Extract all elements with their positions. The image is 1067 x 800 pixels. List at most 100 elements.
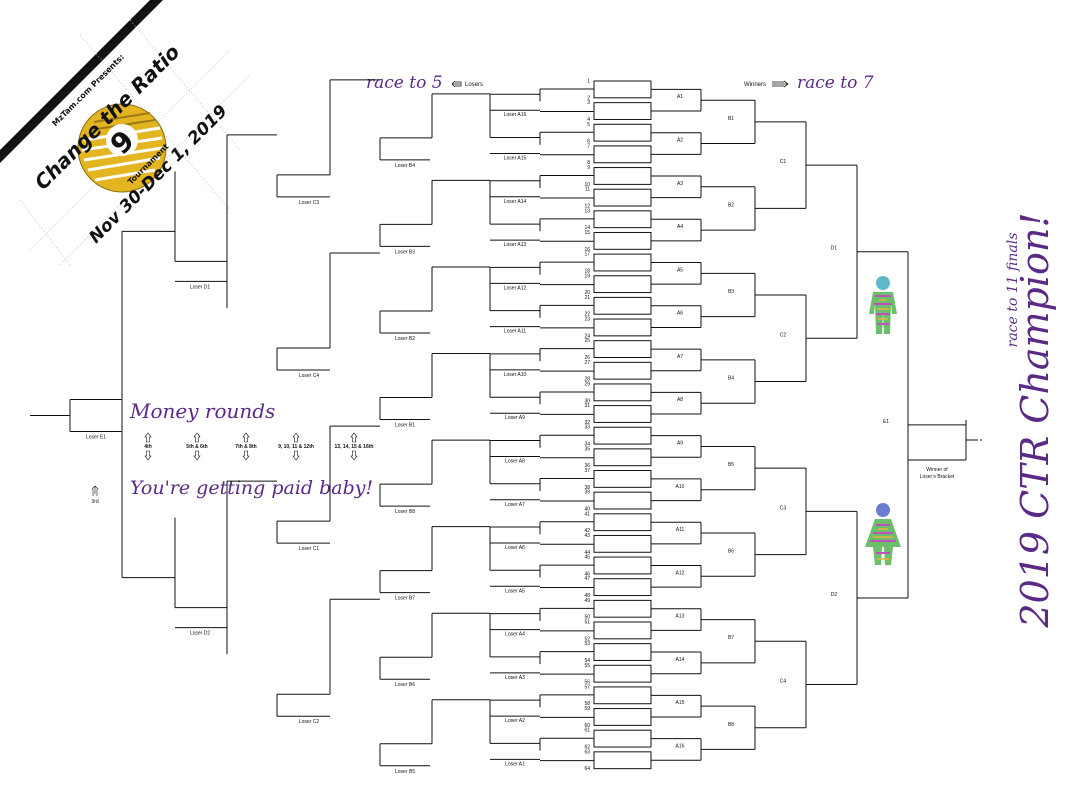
slot-number: 57 [584, 684, 590, 690]
loser-r4-label: Loser D2 [190, 631, 211, 637]
winners-slot-box [593, 448, 652, 467]
logo-gold-ball [77, 103, 167, 193]
slot-number: 5 [587, 122, 590, 128]
slot-number: 17 [584, 252, 590, 258]
finals-race-text: race to 11 finals [1005, 233, 1021, 348]
winners-slot-box [593, 361, 652, 380]
winners-b-label: B8 [728, 722, 734, 728]
loser-r1-label: Loser A9 [505, 415, 525, 421]
winners-slot-box [593, 751, 652, 770]
winners-d-label: D1 [831, 246, 838, 252]
winners-slot-box [593, 426, 652, 445]
winners-slot-box [593, 405, 652, 423]
winner-losers-bracket-label: Winner of [926, 467, 948, 473]
slot-number: 49 [584, 598, 590, 604]
money-place-label: 7th & 8th [235, 444, 256, 450]
winners-slot-box [593, 578, 652, 597]
slot-number: 61 [584, 728, 590, 734]
slot-number: 55 [584, 663, 590, 669]
slot-number: 30 [584, 398, 590, 404]
money-place-label: 4th [144, 444, 152, 450]
money-up-arrow-icon [350, 432, 358, 443]
loser-r1-label: Loser A5 [505, 588, 525, 594]
loser-r1-label: Loser A4 [505, 632, 525, 638]
winners-a-label: A6 [677, 311, 683, 317]
loser-r1-label: Loser A16 [504, 112, 527, 118]
winners-slot-box [593, 383, 652, 402]
loser-r1-label: Loser A11 [504, 329, 526, 335]
money-up-arrow-icon [144, 432, 152, 443]
loser-r1-label: Loser A10 [504, 372, 527, 378]
winners-b-label: B3 [728, 289, 734, 295]
slot-number: 26 [584, 355, 590, 361]
slot-number: 46 [584, 571, 590, 577]
slot-number: 7 [587, 143, 590, 149]
slot-number: 48 [584, 593, 590, 599]
slot-number: 56 [584, 680, 590, 686]
money-up-arrow-icon [292, 432, 300, 443]
slot-number: 32 [584, 420, 590, 426]
slot-number: 45 [584, 555, 590, 561]
winners-slot-box [593, 231, 652, 250]
winners-a-label: A10 [676, 484, 685, 490]
loser-r1-label: Loser A3 [505, 675, 525, 681]
winners-a-label: A5 [677, 267, 683, 273]
money-rounds-title: Money rounds [129, 399, 275, 423]
money-up-arrow-icon [193, 432, 201, 443]
winners-a-label: A11 [676, 527, 685, 533]
slot-number: 6 [587, 139, 590, 145]
money-down-arrow-icon [350, 450, 358, 461]
woman-figure-icon [865, 503, 901, 565]
slot-number: 37 [584, 468, 590, 474]
slot-number: 60 [584, 723, 590, 729]
slot-number: 25 [584, 338, 590, 344]
winners-slot-box [593, 253, 652, 272]
slot-number: 1 [587, 79, 590, 85]
money-down-arrow-icon [144, 450, 152, 461]
slot-number: 43 [584, 533, 590, 539]
man-figure-icon [869, 276, 897, 334]
winners-a-label: A14 [676, 657, 685, 663]
loser-r1-label: Loser A13 [504, 242, 527, 248]
slot-number: 39 [584, 490, 590, 496]
winners-slot-box [593, 729, 652, 748]
winners-b-label: B4 [728, 376, 734, 382]
winners-a-label: A8 [677, 397, 683, 403]
winners-a-label: A12 [676, 570, 685, 576]
logo-black-stripe [0, 0, 163, 163]
winners-b-label: B6 [728, 549, 734, 555]
money-place-label: 13, 14, 15 & 16th [335, 444, 374, 450]
slot-number: 33 [584, 425, 590, 431]
loser-r1-label: Loser A15 [504, 156, 527, 162]
winners-c-label: C3 [780, 505, 787, 511]
slot-number: 8 [587, 160, 590, 166]
winners-b-label: B5 [728, 462, 734, 468]
slot-number: 21 [584, 295, 590, 301]
slot-number: 24 [584, 333, 590, 339]
slot-number: 38 [584, 485, 590, 491]
winners-slot-box [593, 145, 652, 164]
winners-a-label: A3 [677, 181, 683, 187]
winners-slot-box [593, 296, 652, 315]
winners-slot-box [593, 643, 652, 661]
slot-number: 54 [584, 658, 590, 664]
winners-slot-box [593, 708, 652, 726]
winners-a-label: A13 [676, 614, 685, 620]
winners-e-label: E1 [883, 419, 889, 425]
winners-slot-box [593, 534, 652, 553]
slot-number: 47 [584, 576, 590, 582]
loser-r2-label: Loser B8 [395, 509, 415, 515]
money-down-arrow-icon [193, 450, 201, 461]
slot-number: 13 [584, 208, 590, 214]
slot-number: 9 [587, 165, 590, 171]
loser-r2-label: Loser B6 [395, 682, 415, 688]
slot-number: 41 [584, 511, 590, 517]
slot-number: 14 [584, 225, 590, 231]
winners-race-text: race to 7 [797, 73, 874, 93]
third-arrow-icon [91, 485, 99, 496]
winners-slot-box [593, 556, 652, 575]
slot-number: 63 [584, 749, 590, 755]
winners-slot-box [593, 275, 652, 294]
winners-a-label: A2 [677, 138, 683, 144]
